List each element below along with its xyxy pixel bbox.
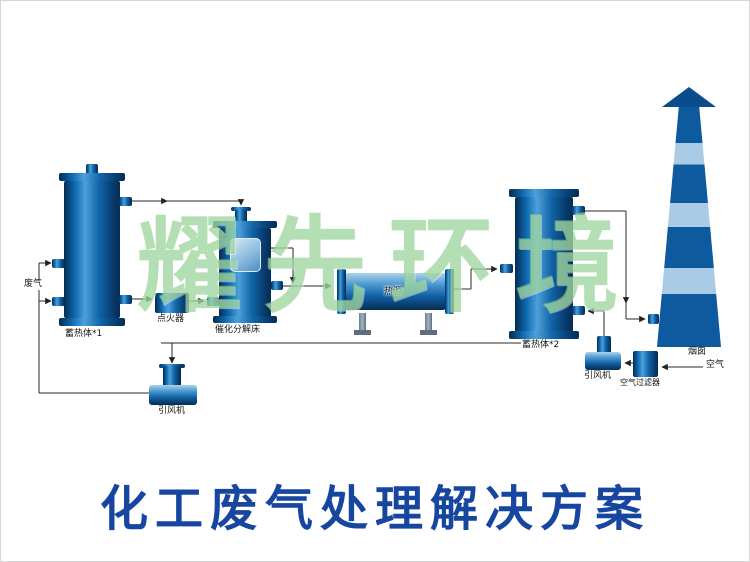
- catalytic-bed-nozzle-right: [271, 281, 283, 290]
- igniter-label: 点火器: [157, 314, 185, 324]
- regenerator-1-top-flange: [59, 173, 125, 181]
- heat-source-body: [345, 273, 446, 310]
- regenerator-2-nozzle-right-low: [572, 306, 585, 315]
- waste-gas-label: 废气: [23, 279, 44, 290]
- fan-right-stub: [597, 336, 611, 354]
- catalytic-bed-nozzle-left: [207, 297, 219, 306]
- fan-left-label: 引风机: [158, 406, 186, 416]
- regenerator-1-nozzle-right-top: [119, 197, 132, 206]
- regenerator-2-body: [515, 197, 573, 332]
- fan-right-body: [585, 352, 621, 370]
- fan-left-stub: [163, 366, 181, 387]
- regenerator-1-body: [64, 181, 120, 318]
- heat-source-leg-left: [359, 313, 366, 331]
- heat-source-cap-left: [337, 269, 346, 314]
- chimney-cap: [662, 87, 716, 107]
- catalytic-bed-window: [230, 238, 261, 272]
- air-filter-body: [633, 351, 658, 377]
- regenerator-2-nozzle-left: [500, 264, 513, 273]
- regenerator-1-top-stub: [86, 164, 98, 175]
- air-label: 空气: [706, 360, 725, 370]
- fan-right-label: 引风机: [584, 371, 612, 381]
- fan-left-body: [149, 385, 197, 405]
- igniter-body: [155, 293, 189, 313]
- regenerator-1-nozzle-right-mid: [119, 295, 132, 304]
- catalytic-bed-top-flange: [213, 221, 277, 228]
- catalytic-bed-stub-flange: [231, 207, 251, 211]
- chimney-inlet-nozzle: [648, 314, 659, 324]
- catalytic-bed-bottom-flange: [213, 316, 277, 323]
- heat-source-foot-left: [354, 330, 371, 335]
- regenerator-1-nozzle-left-upper: [52, 259, 65, 268]
- regenerator-1-nozzle-left-lower: [52, 297, 65, 306]
- regenerator-2-top-flange: [509, 189, 579, 197]
- catalytic-bed-top-stub: [235, 210, 247, 223]
- regenerator-2-label: 蓄热体*2: [522, 340, 560, 350]
- heat-source-label: 热源: [384, 287, 403, 297]
- catalytic-bed-label: 催化分解床: [215, 325, 261, 335]
- pipe-group: [38, 197, 703, 394]
- heat-source-leg-right: [425, 313, 432, 331]
- regenerator-1-label: 蓄热体*1: [65, 329, 103, 339]
- page-title: 化工废气处理解决方案: [99, 481, 650, 537]
- air-filter-label: 空气过滤器: [620, 378, 660, 387]
- heat-source-cap-right: [445, 269, 454, 314]
- heat-source-foot-right: [420, 330, 437, 335]
- chimney-label: 烟囱: [688, 347, 707, 357]
- regenerator-2-bottom-flange: [509, 331, 579, 339]
- regenerator-2-nozzle-right-top: [572, 206, 585, 215]
- regenerator-1-bottom-flange: [59, 318, 125, 326]
